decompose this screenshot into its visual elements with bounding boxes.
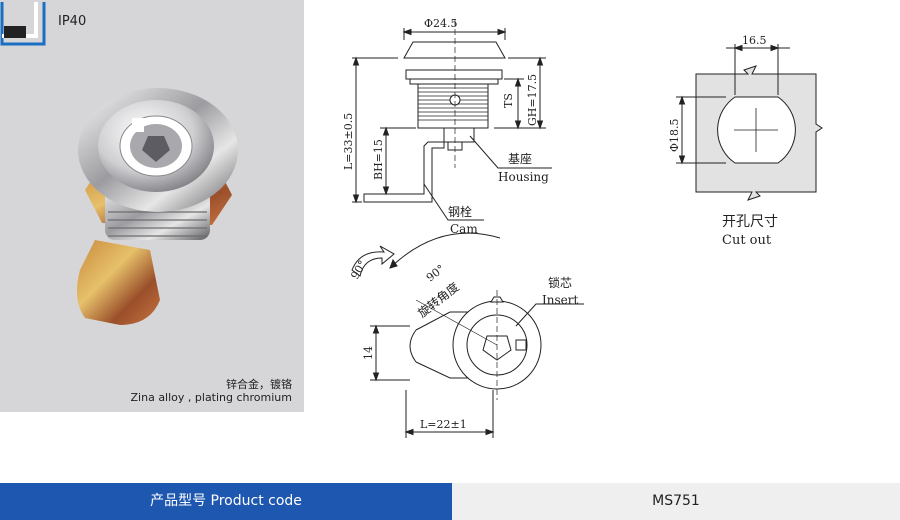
technical-drawing: Φ24.5 L=33±0.5 BH=15 TS GH=17.5 基座 Housi… (342, 17, 823, 438)
cam-lock-photo (76, 88, 238, 325)
side-view (352, 20, 552, 221)
cutout-diameter: Φ18.5 (668, 118, 681, 152)
housing-label-cn: 基座 (508, 151, 532, 166)
product-code-bar: 产品型号 Product code MS751 (0, 483, 900, 520)
ip-rating-label: IP40 (58, 14, 87, 29)
cam-label-en: Cam (450, 222, 478, 236)
dim-ts: TS (502, 93, 515, 108)
dim-gh: GH=17.5 (526, 74, 539, 126)
cutout-title-en: Cut out (722, 233, 772, 248)
product-photo-panel: IP40 (0, 0, 304, 412)
ip-rating-logo (0, 2, 46, 46)
cutout-title-cn: 开孔尺寸 (722, 214, 778, 230)
front-view (351, 232, 584, 438)
housing-label-en: Housing (498, 170, 549, 184)
insert-label-cn: 锁芯 (548, 275, 572, 290)
rotation-angle: 90° (424, 262, 447, 284)
product-code-value: MS751 (452, 483, 900, 520)
product-code-label: 产品型号 Product code (0, 483, 452, 520)
dim-bh: BH=15 (372, 139, 385, 180)
material-label-en: Zina alloy , plating chromium (130, 391, 292, 404)
material-label-cn: 锌合金，镀铬 (226, 378, 292, 391)
insert-label-en: Insert (542, 293, 578, 307)
cutout-width: 16.5 (742, 34, 767, 47)
dim-width: L=22±1 (420, 418, 467, 431)
cam-label-cn: 钢栓 (448, 204, 472, 219)
dim-height: 14 (362, 346, 375, 360)
dim-head-diameter: Φ24.5 (424, 17, 458, 30)
cutout-view (676, 44, 823, 201)
dim-length: L=33±0.5 (342, 113, 355, 170)
